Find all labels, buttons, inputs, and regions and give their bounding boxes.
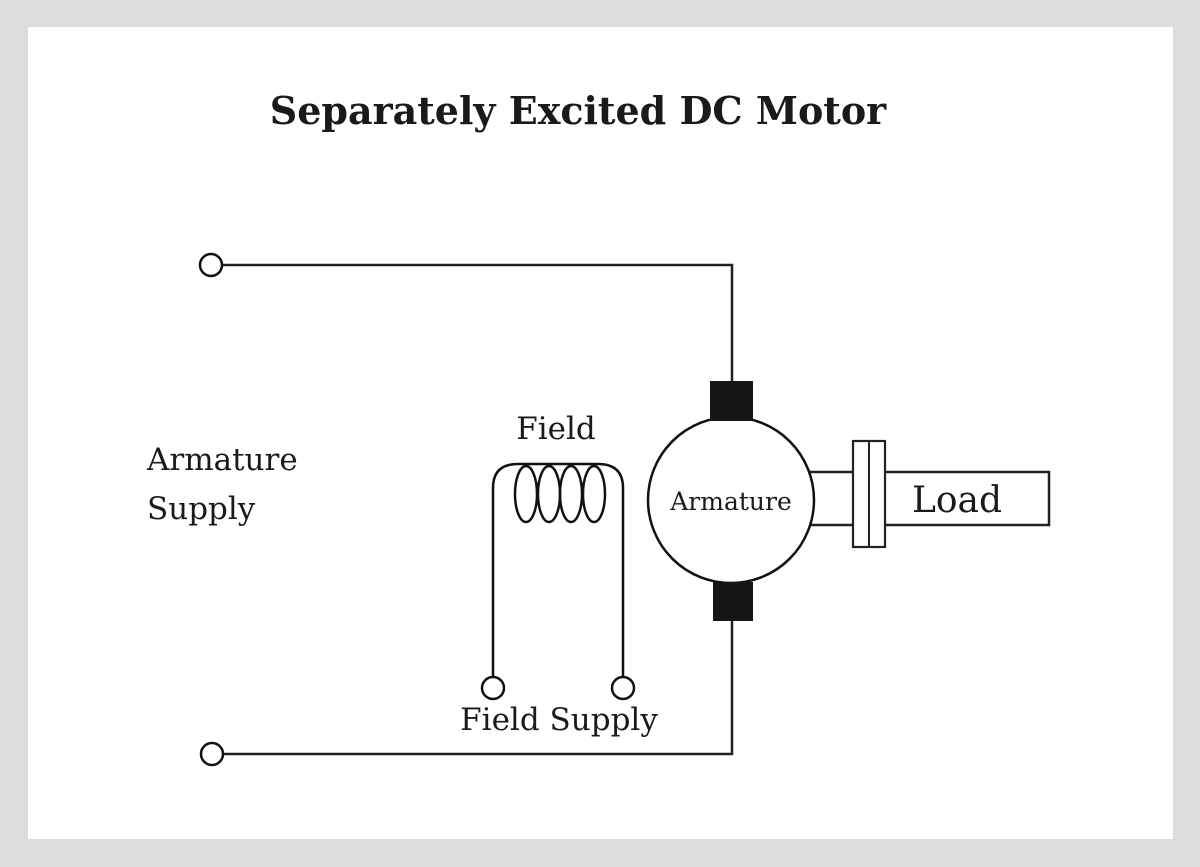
field-supply-right-terminal <box>610 675 636 701</box>
top-brush <box>710 381 753 421</box>
field-supply-label: Field Supply <box>460 702 658 738</box>
armature-supply-bottom-wire <box>223 620 734 756</box>
diagram-panel <box>28 27 1173 839</box>
armature-supply-label-line2: Supply <box>147 491 256 527</box>
armature-supply-top-wire <box>222 263 734 382</box>
field-winding-leads <box>491 462 625 677</box>
coil-turn <box>536 464 562 524</box>
field-supply-left-terminal <box>480 675 506 701</box>
bottom-brush <box>713 582 753 621</box>
shaft-coupling <box>851 439 887 549</box>
field-label: Field <box>516 411 596 447</box>
load-label: Load <box>912 480 1002 521</box>
armature-label: Armature <box>669 487 792 516</box>
armature-supply-negative-terminal <box>199 741 225 767</box>
coil-turn <box>581 464 607 524</box>
coil-turn <box>513 464 539 524</box>
armature-supply-label-line1: Armature <box>146 442 298 478</box>
coil-turn <box>558 464 584 524</box>
diagram-title: Separately Excited DC Motor <box>270 88 887 133</box>
field-coil <box>513 464 607 524</box>
armature-supply-positive-terminal <box>198 252 224 278</box>
